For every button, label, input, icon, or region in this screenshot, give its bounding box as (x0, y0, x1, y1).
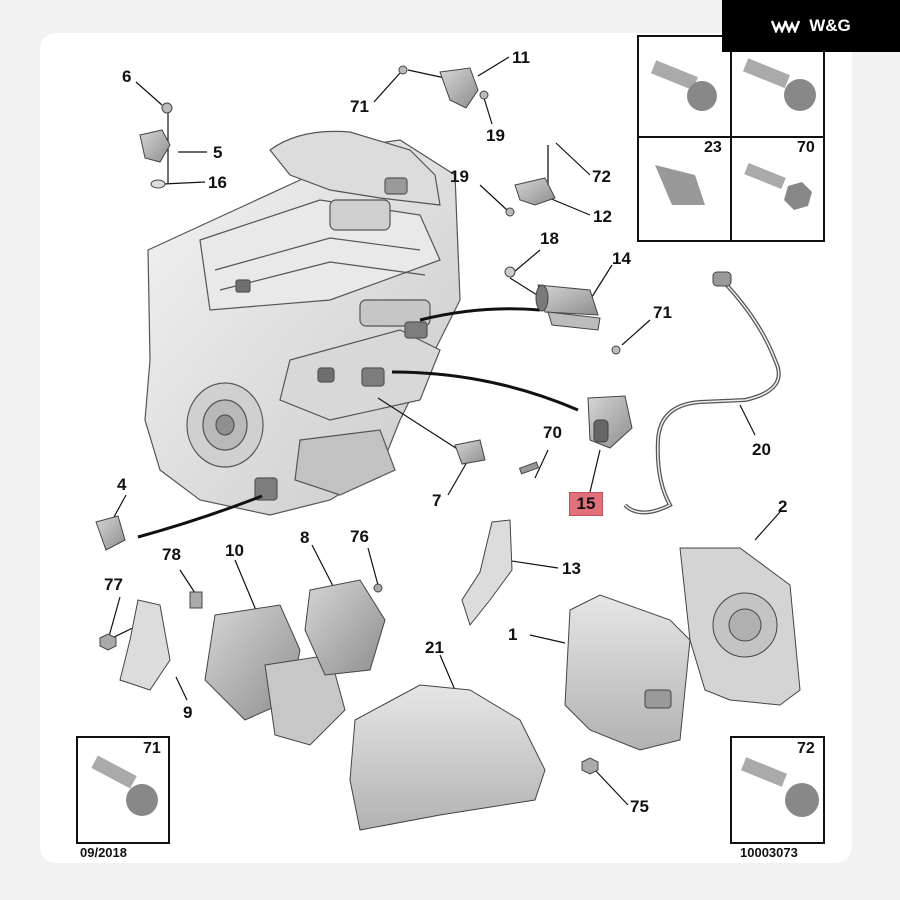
callout-4: 4 (117, 475, 127, 494)
panel-label-23: 23 (704, 139, 722, 156)
brand-name: W&G (809, 16, 851, 35)
fastener-panel: 23 70 (637, 35, 825, 242)
callout-14: 14 (612, 249, 631, 268)
screw-71-icon (650, 60, 717, 111)
callout-1: 1 (508, 625, 517, 644)
callout-11: 11 (512, 48, 530, 67)
corner-box-left: 71 (76, 736, 170, 844)
footer-date: 09/2018 (80, 845, 127, 860)
callout-19-mid: 19 (450, 167, 469, 186)
nut-23-icon (655, 165, 705, 205)
callout-9: 9 (183, 703, 192, 722)
callout-13: 13 (562, 559, 581, 578)
callout-70: 70 (543, 423, 562, 442)
wg-logo-icon (771, 20, 801, 33)
callout-71-mid: 71 (653, 303, 672, 322)
callout-6: 6 (122, 67, 131, 86)
callout-71-top: 71 (350, 97, 369, 116)
brand-badge: W&G (722, 0, 900, 52)
leader-lines (107, 56, 781, 806)
corner-box-right: 72 (730, 736, 825, 844)
callout-78: 78 (162, 545, 181, 564)
screw-72-icon (742, 58, 816, 111)
panel-label-70: 70 (797, 139, 815, 156)
callout-21: 21 (425, 638, 444, 657)
corner-right-label: 72 (797, 740, 815, 757)
callout-labels: 6 5 16 71 11 19 19 72 12 18 14 71 70 20 … (104, 48, 787, 816)
highlighted-part-label: 15 (576, 494, 596, 513)
highlighted-part-15[interactable]: 15 (569, 492, 603, 516)
callout-19-top: 19 (486, 126, 505, 145)
engine-assembly (144, 130, 461, 516)
callout-76: 76 (350, 527, 369, 546)
callout-5: 5 (213, 143, 222, 162)
callout-8: 8 (300, 528, 309, 547)
corner-left-label: 71 (143, 740, 161, 757)
callout-16: 16 (208, 173, 227, 192)
callout-2: 2 (778, 497, 787, 516)
callout-7: 7 (432, 491, 441, 510)
callout-77: 77 (104, 575, 123, 594)
callout-72: 72 (592, 167, 611, 186)
callout-18: 18 (540, 229, 559, 248)
callout-10: 10 (225, 541, 244, 560)
footer-code: 10003073 (740, 845, 798, 860)
small-parts (95, 65, 801, 831)
wiring-harness-lines (137, 307, 579, 539)
bolt-70-icon (744, 162, 812, 210)
callout-20: 20 (752, 440, 771, 459)
callout-75: 75 (630, 797, 649, 816)
callout-12: 12 (593, 207, 612, 226)
